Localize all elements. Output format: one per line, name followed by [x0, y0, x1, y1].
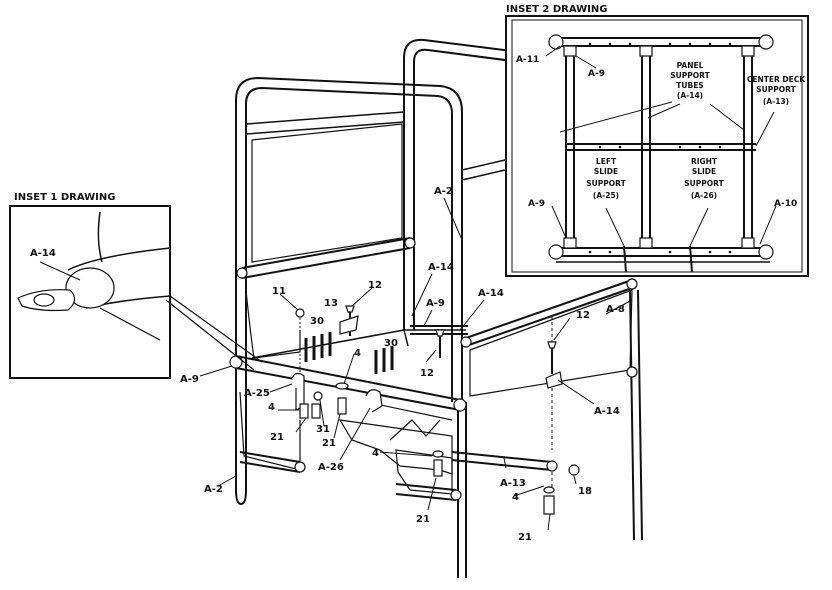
left-slide-line-4: (A-25) — [593, 191, 619, 200]
center-deck-line-3: (A-13) — [763, 97, 789, 106]
right-slide-line-4: (A-26) — [691, 191, 717, 200]
inset2-title: INSET 2 DRAWING — [506, 4, 607, 15]
callout-leaders — [199, 197, 633, 531]
callout-30-right: 30 — [384, 338, 398, 349]
callout-4-lower: 4 — [372, 448, 379, 459]
panel-support-line-1: PANEL — [677, 61, 704, 70]
inset1-title: INSET 1 DRAWING — [14, 192, 115, 203]
left-slide-line-1: LEFT — [596, 157, 617, 166]
callout-a2-lower: A-2 — [204, 484, 223, 495]
callout-a14-center: A-14 — [478, 288, 504, 299]
callout-12-top: 12 — [368, 280, 382, 291]
callout-a14-upper: A-14 — [428, 262, 454, 273]
callout-a14-right: A-14 — [594, 406, 620, 417]
callout-a26: A-26 — [318, 462, 344, 473]
callout-12-mid: 12 — [420, 368, 434, 379]
callout-labels: A-2 A-2 A-8 A-9 A-9 A-13 A-14 A-14 A-14 … — [180, 186, 625, 543]
callout-21-left: 21 — [270, 432, 284, 443]
panel-support-line-4: (A-14) — [677, 91, 703, 100]
callout-31: 31 — [316, 424, 330, 435]
right-slide-line-1: RIGHT — [691, 157, 718, 166]
right-slide-line-3: SUPPORT — [684, 179, 724, 188]
center-deck-line-2: SUPPORT — [756, 85, 796, 94]
callout-a9-left: A-9 — [180, 374, 199, 385]
callout-13: 13 — [324, 298, 338, 309]
callout-4-left: 4 — [268, 402, 275, 413]
inset1-label-a14: A-14 — [30, 248, 56, 259]
panel-support-line-2: SUPPORT — [670, 71, 710, 80]
hardware-parts — [291, 305, 580, 515]
inset2-label-a9-bottom: A-9 — [528, 199, 545, 209]
inset2-label-a11: A-11 — [516, 55, 539, 65]
callout-a9-center: A-9 — [426, 298, 445, 309]
callout-21-center: 21 — [322, 438, 336, 449]
center-deck-line-1: CENTER DECK — [747, 75, 806, 84]
callout-11: 11 — [272, 286, 286, 297]
main-frame — [229, 38, 643, 578]
callout-a8: A-8 — [606, 304, 625, 315]
right-slide-line-2: SLIDE — [692, 167, 716, 176]
callout-21-bottom: 21 — [518, 532, 532, 543]
panel-support-line-3: TUBES — [676, 81, 703, 90]
inset-2: INSET 2 DRAWING — [505, 4, 809, 277]
inset2-label-a9-top: A-9 — [588, 69, 605, 79]
callout-4-bottom: 4 — [512, 492, 519, 503]
inset-1: INSET 1 DRAWING A-14 — [9, 192, 263, 379]
inset2-label-a10: A-10 — [774, 199, 797, 209]
left-slide-line-2: SLIDE — [594, 167, 618, 176]
left-slide-line-3: SUPPORT — [586, 179, 626, 188]
callout-21-lower: 21 — [416, 514, 430, 525]
callout-12-right: 12 — [576, 310, 590, 321]
callout-a25: A-25 — [244, 388, 270, 399]
callout-a13: A-13 — [500, 478, 526, 489]
callout-a2-upper: A-2 — [434, 186, 453, 197]
callout-18: 18 — [578, 486, 592, 497]
callout-4-center: 4 — [354, 348, 361, 359]
callout-30-left: 30 — [310, 316, 324, 327]
